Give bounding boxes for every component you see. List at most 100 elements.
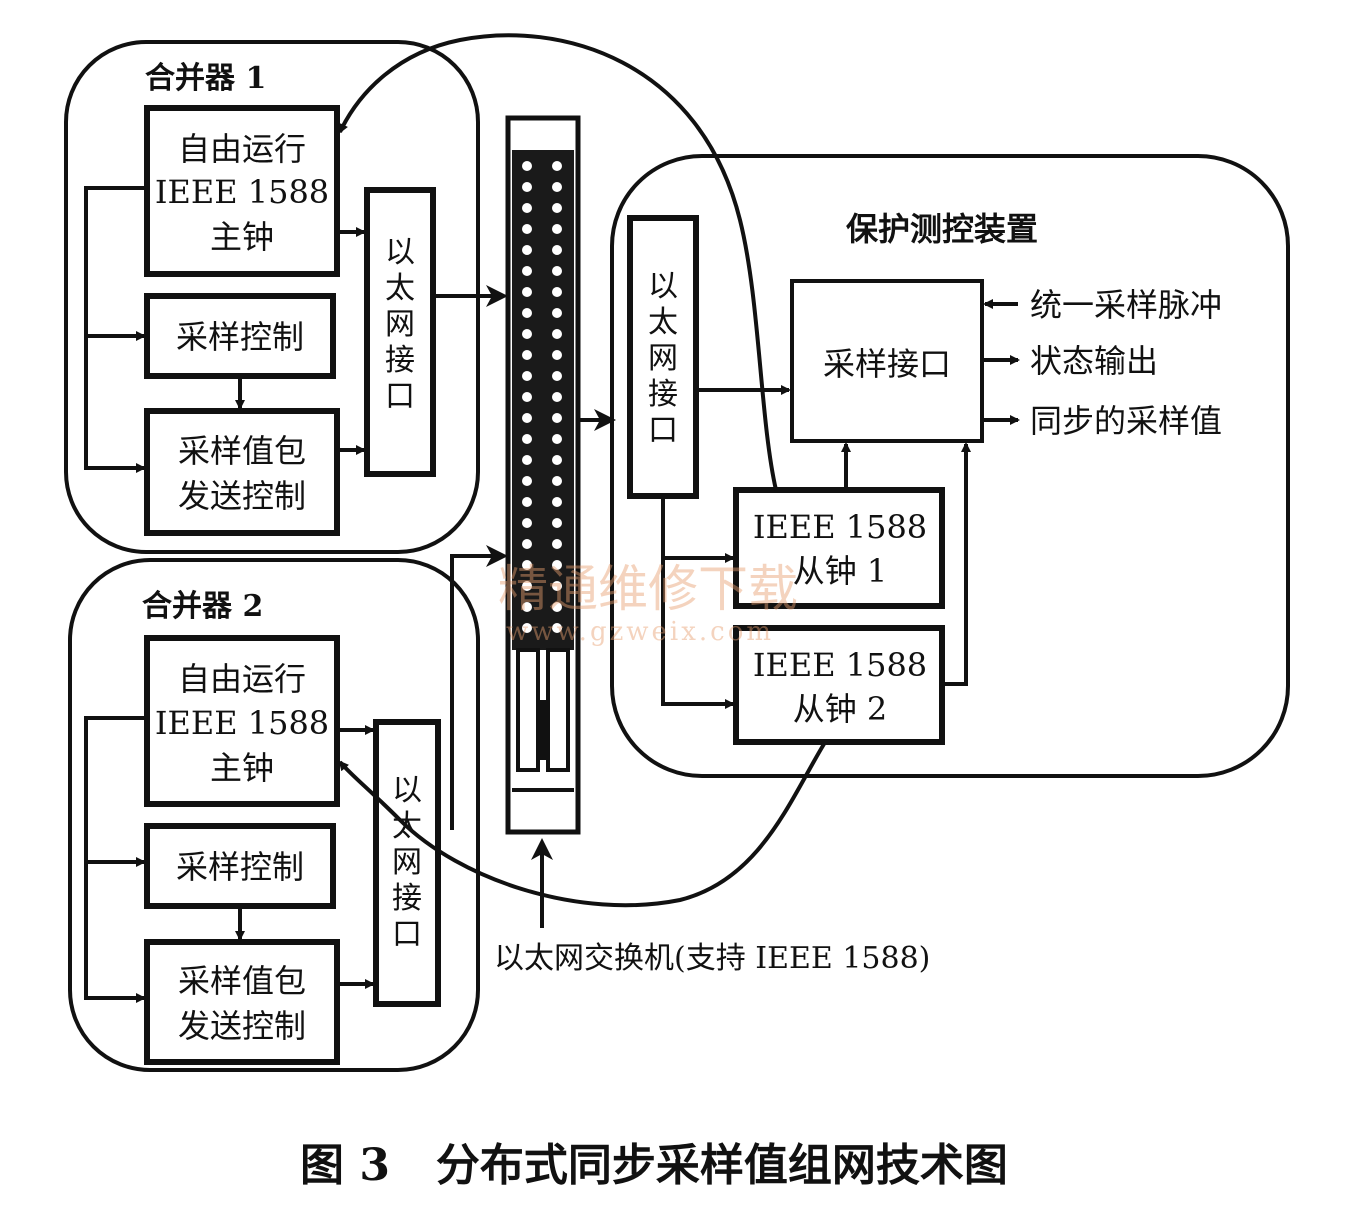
merger2-packet-send-line1: 采样值包 <box>178 962 306 1000</box>
merger1-eth-char5: 口 <box>385 379 415 414</box>
switch-port <box>552 245 562 255</box>
merger1-packet-send-line1: 采样值包 <box>178 432 306 470</box>
merger1-master-clock-line3: 主钟 <box>210 218 274 256</box>
merger2-title: 合并器 2 <box>142 589 263 624</box>
switch-port <box>522 224 532 234</box>
slave-clock-2-box <box>733 625 945 745</box>
switch-port <box>522 161 532 171</box>
switch-port <box>522 392 532 402</box>
merger2-ethernet-interface-box <box>373 719 441 1007</box>
switch-port <box>522 539 532 549</box>
merger2-eth-char1: 以 <box>392 773 422 808</box>
switch-port <box>552 287 562 297</box>
switch-port <box>552 371 562 381</box>
merger1-title: 合并器 1 <box>145 61 266 96</box>
merger2-eth-to-switch-arrow <box>450 545 508 830</box>
switch-port <box>522 560 532 570</box>
merger2-master-clock-line3: 主钟 <box>210 749 274 787</box>
switch-port <box>552 455 562 465</box>
slave-clock-2-line1: IEEE 1588 <box>753 646 927 684</box>
switch-port <box>552 308 562 318</box>
switch-port <box>522 203 532 213</box>
watermark-url: www.gzweix.com <box>506 617 774 647</box>
switch-port <box>522 182 532 192</box>
output-sync-pulse: 统一采样脉冲 <box>1030 286 1222 324</box>
protection-eth-char1: 以 <box>648 269 678 304</box>
switch-port <box>552 476 562 486</box>
merger2-eth-char4: 接 <box>392 881 422 916</box>
protection-eth-char4: 接 <box>648 377 678 412</box>
switch-port <box>552 623 562 633</box>
switch-port <box>522 266 532 276</box>
figure-caption: 图 3 分布式同步采样值组网技术图 <box>300 1140 1008 1191</box>
protection-device-group <box>610 154 1290 778</box>
merger1-eth-char4: 接 <box>385 343 415 378</box>
switch-port <box>552 413 562 423</box>
merger2-group <box>68 558 480 1072</box>
sampling-interface-label: 采样接口 <box>823 345 951 383</box>
merger2-master-clock-line2: IEEE 1588 <box>155 704 329 742</box>
switch-port <box>552 224 562 234</box>
merger2-master-clock-box <box>144 635 340 807</box>
output-sync-values: 同步的采样值 <box>1030 402 1222 440</box>
slave-clock-1-line2: 从钟 1 <box>793 552 888 590</box>
merger2-eth-char5: 口 <box>392 917 422 952</box>
switch-port <box>552 539 562 549</box>
merger1-eth-char2: 太 <box>385 271 415 306</box>
switch-port <box>522 287 532 297</box>
ethernet-switch <box>505 115 581 835</box>
merger2-packet-send-line2: 发送控制 <box>178 1007 306 1045</box>
slave-clock-2-line2: 从钟 2 <box>793 690 888 728</box>
switch-port <box>522 623 532 633</box>
switch-port <box>552 329 562 339</box>
eth-to-slave2-arrow <box>661 496 735 709</box>
switch-port <box>522 245 532 255</box>
protection-eth-char5: 口 <box>648 413 678 448</box>
merger1-master-clock-line2: IEEE 1588 <box>155 173 329 211</box>
switch-port <box>552 518 562 528</box>
merger2-sample-control-label: 采样控制 <box>176 848 304 886</box>
merger1-packet-send-line2: 发送控制 <box>178 477 306 515</box>
switch-port <box>552 182 562 192</box>
protection-eth-char2: 太 <box>648 305 678 340</box>
switch-port <box>522 497 532 507</box>
switch-port <box>552 581 562 591</box>
sync-link-slave2-to-merger2 <box>338 742 826 908</box>
switch-port <box>522 518 532 528</box>
switch-port <box>552 497 562 507</box>
merger1-ethernet-interface-box <box>364 187 436 477</box>
switch-port <box>522 434 532 444</box>
merger1-sample-control-label: 采样控制 <box>176 318 304 356</box>
switch-port <box>522 476 532 486</box>
sync-link-slave1-to-merger1 <box>338 33 778 491</box>
merger1-master-clock-box <box>144 105 340 277</box>
merger1-packet-send-box <box>144 408 340 536</box>
merger1-clock-to-packet-arrow <box>84 186 147 473</box>
slave2-to-sampling-arrow <box>942 442 971 686</box>
switch-port <box>552 602 562 612</box>
switch-port <box>552 161 562 171</box>
switch-label: 以太网交换机(支持 IEEE 1588) <box>494 941 930 976</box>
switch-port <box>522 602 532 612</box>
merger2-master-clock-line1: 自由运行 <box>178 660 306 698</box>
switch-port <box>522 308 532 318</box>
protection-title: 保护测控装置 <box>846 210 1038 248</box>
switch-port <box>522 329 532 339</box>
slave-clock-1-box <box>733 487 945 609</box>
switch-port <box>552 266 562 276</box>
output-status: 状态输出 <box>1030 342 1158 380</box>
merger1-eth-char3: 网 <box>385 307 415 342</box>
merger2-packet-send-box <box>144 939 340 1065</box>
merger2-clock-to-packet-arrow <box>84 716 147 1003</box>
merger2-eth-char3: 网 <box>392 845 422 880</box>
protection-eth-char3: 网 <box>648 341 678 376</box>
switch-port <box>552 203 562 213</box>
switch-port <box>522 413 532 423</box>
switch-port <box>552 350 562 360</box>
watermark-cn: 精通维修下载 <box>498 560 798 618</box>
merger1-eth-char1: 以 <box>385 235 415 270</box>
sampling-interface-box <box>790 279 984 443</box>
switch-port <box>522 350 532 360</box>
switch-port <box>552 392 562 402</box>
